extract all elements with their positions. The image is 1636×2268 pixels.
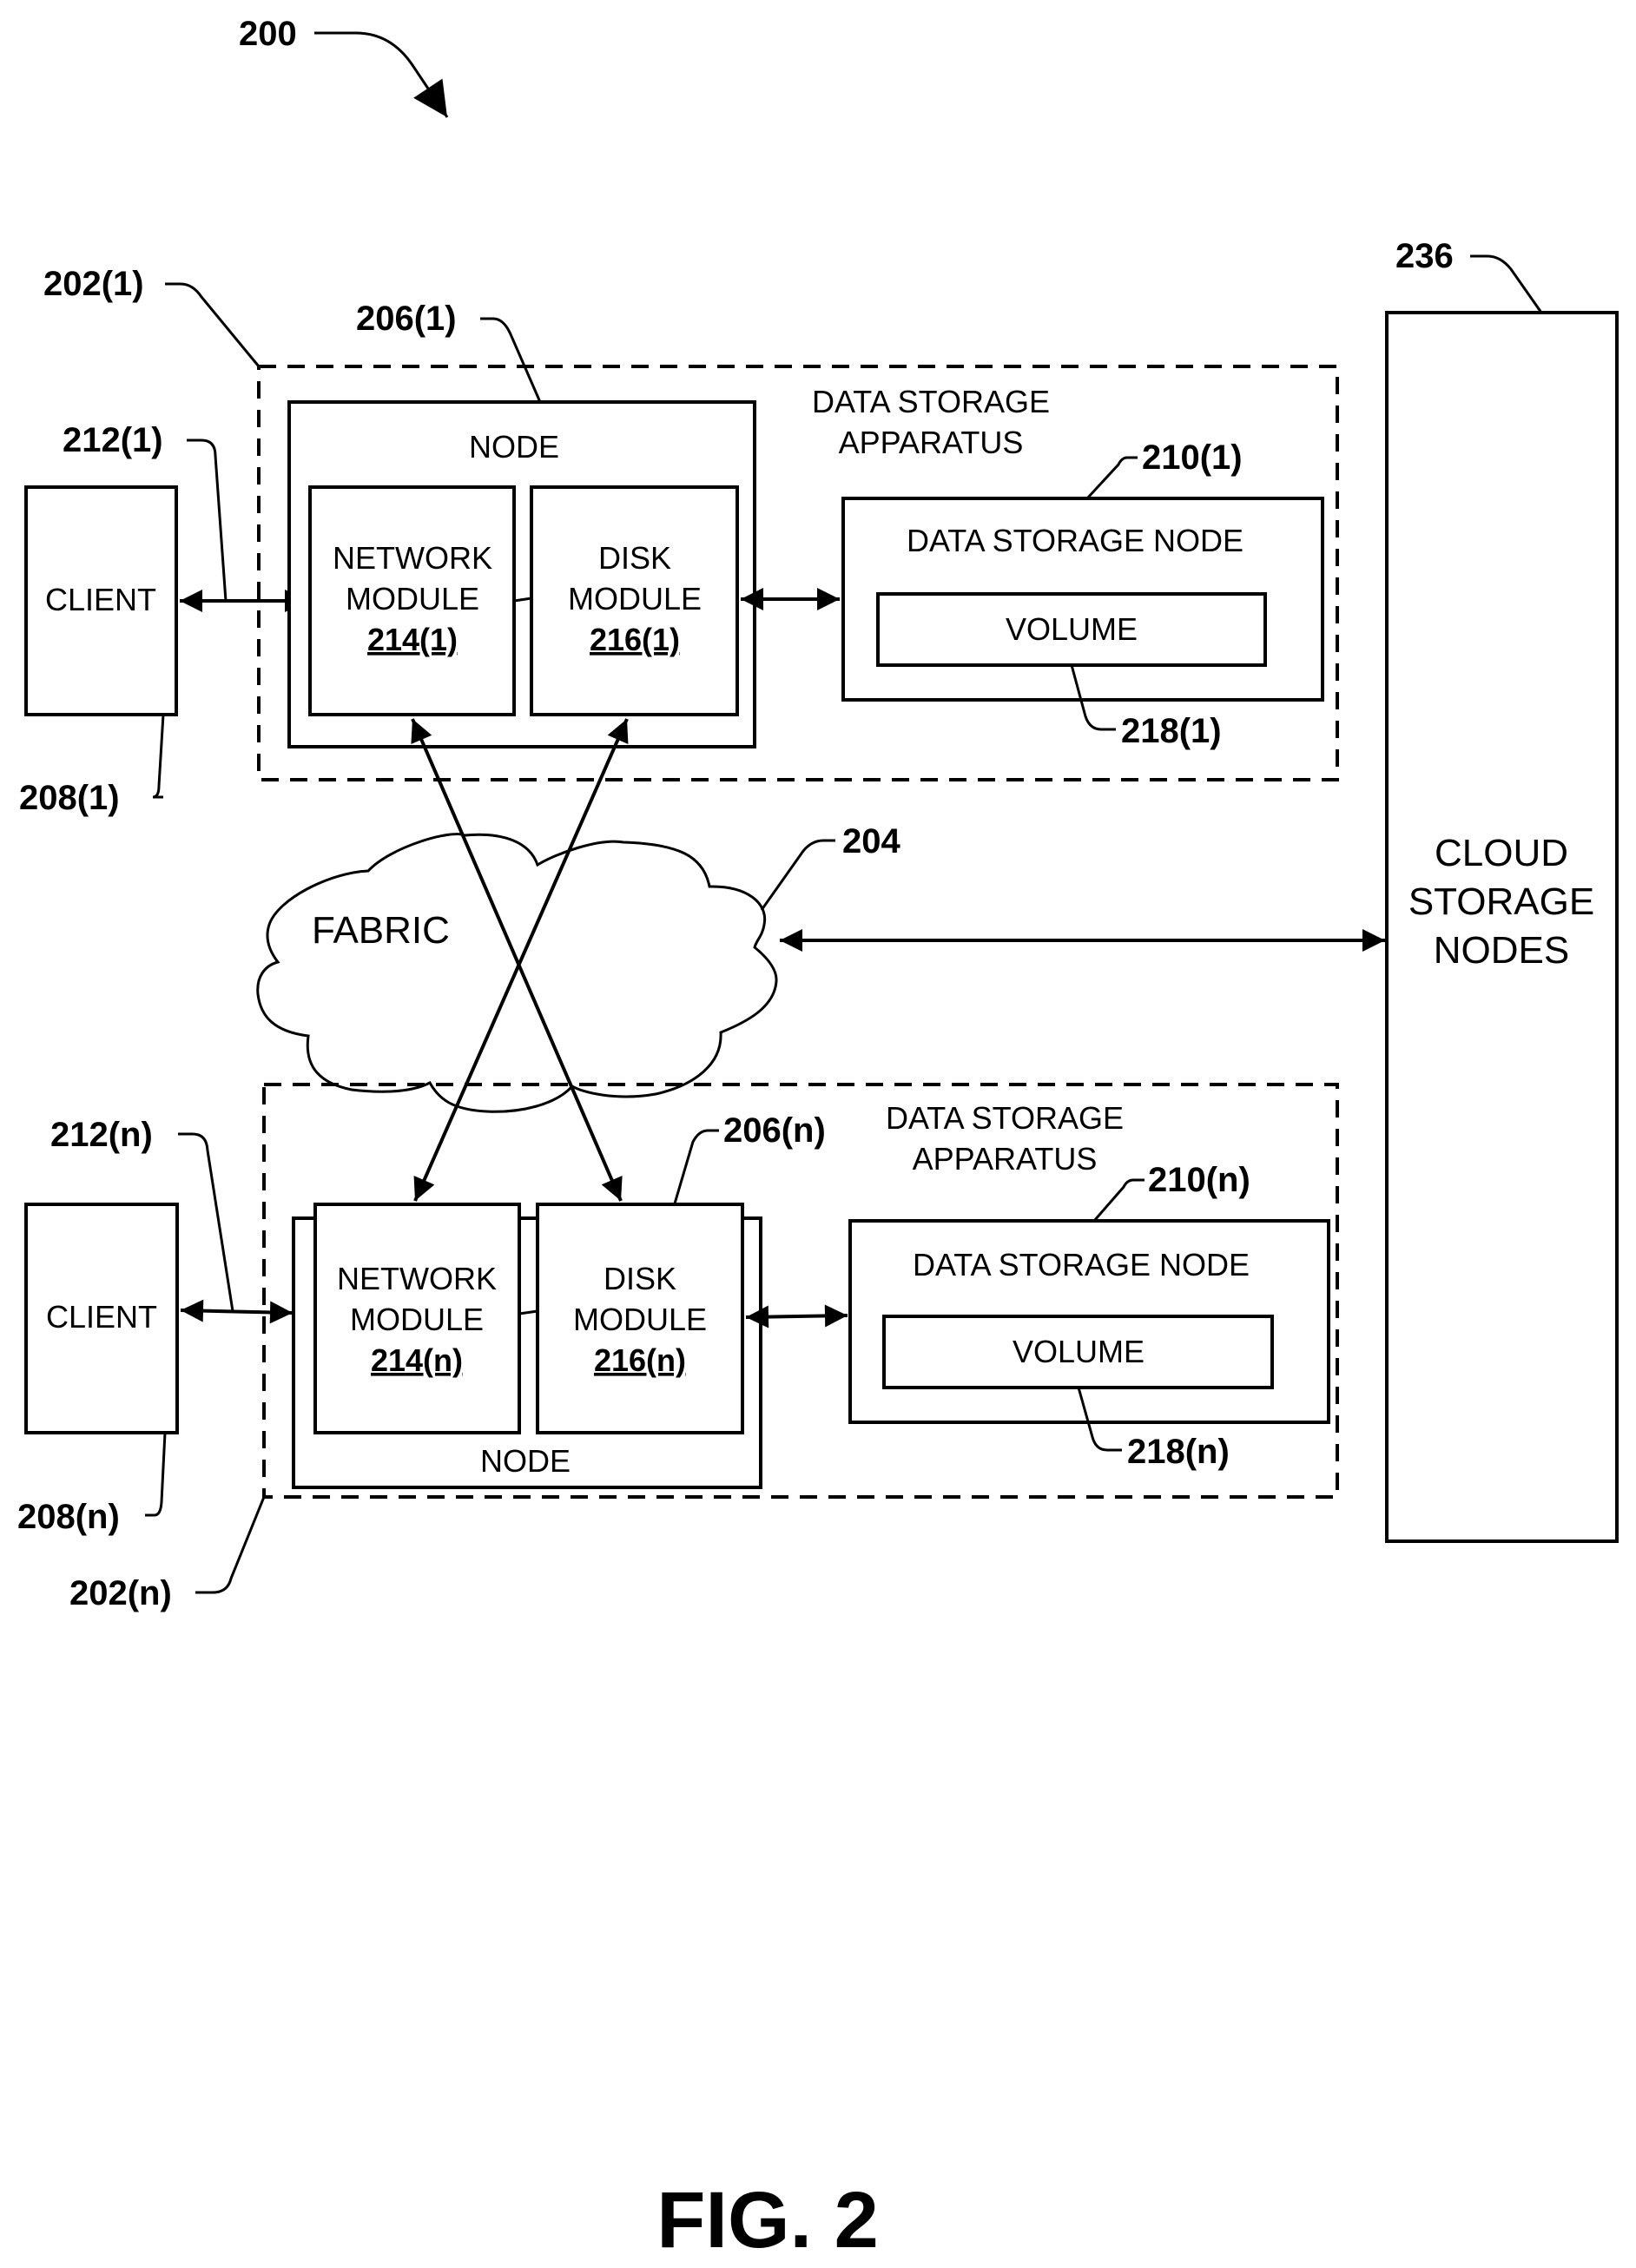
network-module-1-line1: NETWORK [333,540,492,576]
data-storage-node-n-ref: 210(n) [1148,1161,1250,1199]
link-n-leader [178,1134,233,1311]
disk-module-1-line1: DISK [598,540,671,576]
node-1-leader [480,319,540,402]
network-module-n-line2: MODULE [350,1302,484,1337]
client-1-leader [153,715,163,797]
client-n-ref: 208(n) [17,1498,120,1536]
client-n-network-link-arrow [181,1310,293,1313]
disk-module-n-ref: 216(n) [594,1342,686,1378]
disk-dsn-n-link-arrow [746,1315,848,1317]
apparatus-n-ref: 202(n) [69,1574,172,1612]
apparatus-1-leader [165,284,259,366]
node-n-ref: 206(n) [723,1111,826,1150]
apparatus-1-label-line2: APPARATUS [839,425,1024,460]
cloud-storage-nodes: CLOUD STORAGE NODES 236 [1387,237,1617,1541]
cloud-storage-ref: 236 [1395,237,1454,275]
disk-module-1-line2: MODULE [568,581,702,616]
network-module-n-line1: NETWORK [337,1261,497,1296]
disk-module-n-line2: MODULE [573,1302,707,1337]
data-storage-node-n-label: DATA STORAGE NODE [913,1247,1250,1282]
network-module-1-ref: 214(1) [367,622,458,657]
data-storage-apparatus-1: 202(1) DATA STORAGE APPARATUS CLIENT 208… [19,265,1337,817]
network-module-1-line2: MODULE [346,581,479,616]
cloud-storage-line1: CLOUD [1435,832,1568,874]
client-n-label: CLIENT [46,1299,157,1335]
fabric-leader [762,841,835,910]
cloud-storage-leader [1470,256,1541,313]
network-module-n-ref: 214(n) [371,1342,463,1378]
apparatus-n-leader [195,1497,264,1592]
volume-n-label: VOLUME [1013,1334,1145,1369]
client-n-leader [145,1433,165,1515]
link-1-leader [187,440,226,601]
data-storage-apparatus-n: 202(n) DATA STORAGE APPARATUS CLIENT 208… [17,1085,1337,1612]
figure-ref-arrow [314,33,447,117]
disk-module-1-ref: 216(1) [590,622,680,657]
fabric-ref: 204 [842,822,900,860]
cloud-storage-line2: STORAGE [1408,880,1594,923]
data-storage-node-1-label: DATA STORAGE NODE [907,523,1243,558]
client-1-ref: 208(1) [19,779,120,817]
fabric-label: FABRIC [312,909,450,952]
volume-1-ref: 218(1) [1121,712,1222,750]
data-storage-node-n-leader [1094,1180,1145,1221]
apparatus-1-label-line1: DATA STORAGE [812,384,1050,419]
volume-n-ref: 218(n) [1127,1433,1230,1471]
node-1-ref: 206(1) [356,300,457,338]
cloud-storage-nodes-box[interactable] [1387,313,1617,1541]
data-storage-node-1-ref: 210(1) [1142,438,1243,477]
disk-module-n-line1: DISK [604,1261,676,1296]
link-1-ref: 212(1) [63,421,163,459]
disk1-to-network-n-link-arrow [415,719,627,1201]
data-storage-node-1-leader [1087,458,1138,498]
figure-ref-number: 200 [239,15,297,53]
client-1-label: CLIENT [45,582,156,617]
link-n-ref: 212(n) [50,1116,153,1154]
apparatus-n-label-line2: APPARATUS [913,1141,1098,1177]
node-n-label: NODE [480,1443,571,1479]
cloud-storage-line3: NODES [1434,929,1569,972]
node-1-label: NODE [469,429,559,465]
apparatus-1-ref: 202(1) [43,265,144,303]
figure-caption: FIG. 2 [656,2176,879,2265]
network1-to-disk-n-link-arrow [412,719,621,1201]
apparatus-n-label-line1: DATA STORAGE [886,1100,1124,1136]
volume-1-label: VOLUME [1006,611,1138,647]
